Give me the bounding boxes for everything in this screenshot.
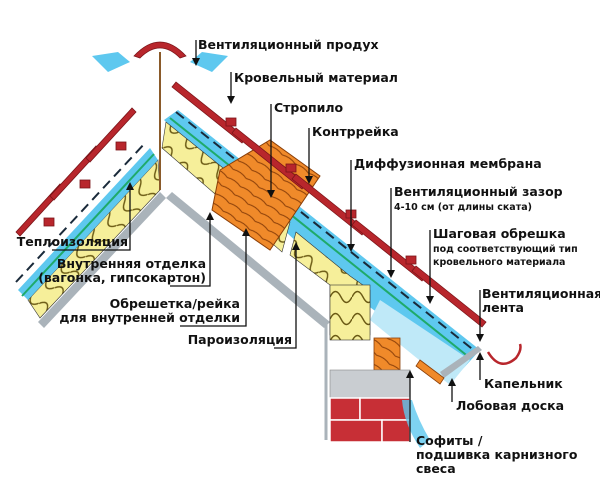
fascia-board — [440, 346, 482, 378]
label-lathing-note-1: под соответствующий тип — [433, 244, 578, 255]
gutter — [486, 343, 522, 365]
label-counter-batten: Контррейка — [312, 124, 399, 139]
labels: Вентиляционный продух Кровельный материа… — [17, 37, 600, 476]
label-inner-batten-2: для внутренней отделки — [59, 310, 240, 325]
brick-wall — [329, 397, 411, 443]
label-soffit-3: свеса — [416, 461, 456, 476]
concrete-beam — [329, 369, 411, 399]
label-insulation: Теплоизоляция — [17, 234, 128, 249]
leader-lines — [52, 40, 484, 442]
label-soffit-1: Софиты / — [416, 433, 483, 448]
right-slope — [161, 81, 522, 385]
label-interior-2: (вагонка, гипсокартон) — [38, 270, 206, 285]
insulation-wall — [329, 284, 371, 341]
ridge — [92, 41, 228, 190]
label-soffit-2: подшивка карнизного — [416, 447, 578, 462]
ridge-air-left — [92, 52, 130, 72]
membrane-left — [21, 153, 155, 297]
wall — [324, 322, 430, 448]
soffit-airflow — [402, 400, 430, 448]
label-vent-gap: Вентиляционный зазор — [394, 184, 563, 199]
left-slope — [15, 107, 166, 328]
label-rafter: Стропило — [274, 100, 344, 115]
label-vapor-barrier: Пароизоляция — [188, 332, 292, 347]
label-vent-tape-1: Вентиляционная — [482, 286, 600, 301]
label-lathing: Шаговая обрешка — [433, 226, 566, 241]
label-drip: Капельник — [484, 376, 563, 391]
ridge-cap — [133, 41, 187, 59]
ridge-air-right — [190, 52, 228, 72]
label-lathing-note-2: кровельного материала — [433, 257, 565, 268]
label-roofing: Кровельный материал — [234, 70, 398, 85]
label-fascia: Лобовая доска — [456, 398, 564, 413]
label-vent-gap-note: 4-10 см (от длины ската) — [394, 202, 532, 213]
membrane-right — [169, 117, 471, 359]
label-inner-batten-1: Обрешетка/рейка — [110, 296, 240, 311]
label-ridge-vent: Вентиляционный продух — [198, 37, 379, 52]
interior-finish-left — [38, 192, 166, 328]
label-interior-1: Внутренняя отделка — [57, 256, 206, 271]
label-vent-tape-2: лента — [482, 300, 524, 315]
interior-finish-right — [166, 192, 330, 328]
roof-tiles-left — [15, 107, 137, 237]
wall-plate — [373, 337, 401, 371]
label-membrane: Диффузионная мембрана — [354, 156, 542, 171]
